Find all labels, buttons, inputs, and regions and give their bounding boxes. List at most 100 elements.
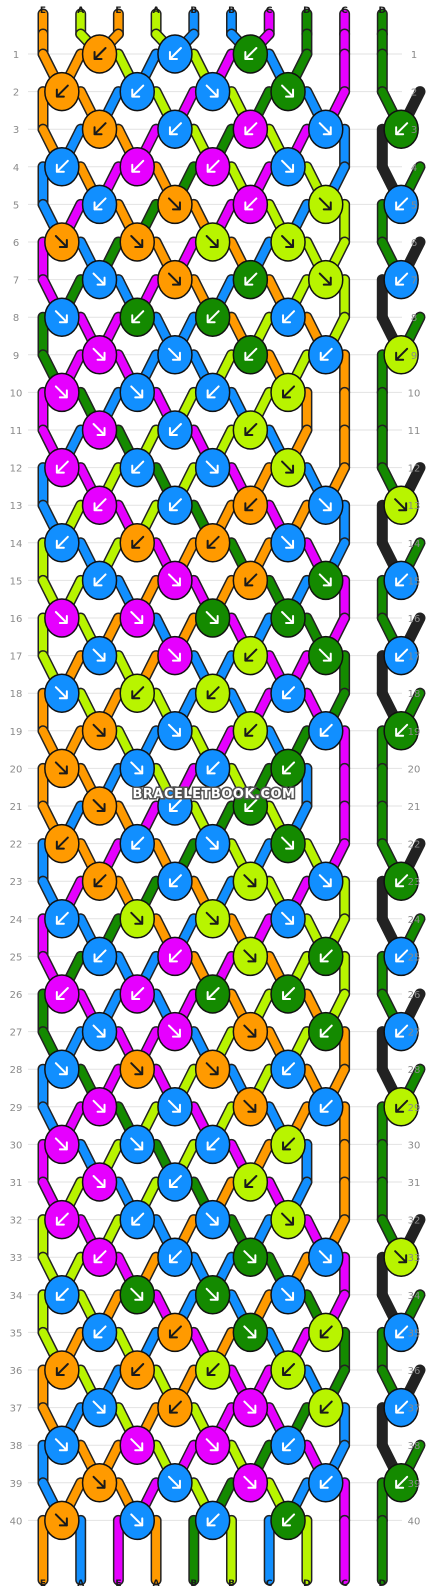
arrow-down-right-icon bbox=[281, 1212, 295, 1226]
row-number-right: 35 bbox=[408, 1328, 421, 1339]
knot bbox=[194, 1049, 231, 1089]
knot bbox=[119, 1199, 155, 1240]
row-number-left: 3 bbox=[13, 125, 19, 136]
arrow-down-right-icon bbox=[318, 1250, 332, 1264]
knot bbox=[194, 297, 231, 337]
arrow-down-right-icon bbox=[281, 460, 295, 474]
knot bbox=[157, 1237, 193, 1277]
arrow-down-left-icon bbox=[395, 874, 409, 888]
knot bbox=[308, 711, 344, 751]
knot bbox=[232, 786, 269, 826]
row-number-left: 5 bbox=[13, 200, 19, 211]
row-number-left: 17 bbox=[10, 652, 23, 663]
arrow-down-right-icon bbox=[281, 159, 295, 173]
arrow-down-left-icon bbox=[395, 723, 409, 737]
knot bbox=[157, 711, 193, 751]
arrow-down-right-icon bbox=[205, 1212, 219, 1226]
knot bbox=[157, 485, 193, 525]
arrow-down-left-icon bbox=[93, 122, 107, 136]
row-number-left: 14 bbox=[10, 539, 23, 550]
knot bbox=[119, 1425, 155, 1465]
row-number-left: 36 bbox=[10, 1366, 23, 1377]
knot bbox=[194, 598, 231, 638]
knot bbox=[232, 109, 269, 149]
row-number-left: 15 bbox=[10, 576, 23, 587]
row-number-right: 1 bbox=[411, 50, 417, 61]
knot bbox=[44, 222, 80, 262]
knot bbox=[157, 34, 193, 74]
knot bbox=[119, 523, 155, 563]
arrow-down-right-icon bbox=[167, 1024, 181, 1038]
arrow-down-left-icon bbox=[206, 1513, 220, 1527]
row-number-left: 16 bbox=[10, 614, 23, 625]
knot bbox=[81, 1011, 118, 1052]
knot bbox=[119, 222, 155, 262]
knot bbox=[232, 861, 269, 901]
arrow-down-right-icon bbox=[167, 1099, 181, 1113]
arrow-down-left-icon bbox=[131, 310, 145, 324]
knot bbox=[270, 372, 306, 413]
arrow-down-right-icon bbox=[54, 1513, 68, 1527]
knot bbox=[308, 485, 344, 525]
knot bbox=[44, 823, 80, 864]
knot bbox=[81, 1387, 118, 1428]
arrow-down-left-icon bbox=[131, 159, 145, 173]
row-number-right: 34 bbox=[408, 1291, 421, 1302]
knot bbox=[194, 1500, 231, 1541]
row-number-right: 12 bbox=[408, 464, 421, 475]
row-number-right: 8 bbox=[411, 313, 417, 324]
knot bbox=[232, 1011, 269, 1052]
arrow-down-left-icon bbox=[131, 460, 145, 474]
knot bbox=[44, 372, 80, 413]
arrow-down-left-icon bbox=[206, 159, 220, 173]
arrow-down-right-icon bbox=[130, 761, 144, 775]
knot bbox=[270, 1425, 306, 1465]
knot bbox=[383, 485, 419, 525]
knot bbox=[308, 560, 344, 601]
knot bbox=[232, 1087, 269, 1127]
arrow-down-right-icon bbox=[54, 310, 68, 324]
arrow-down-left-icon bbox=[244, 799, 258, 812]
knot bbox=[81, 786, 118, 826]
knot bbox=[194, 1199, 231, 1240]
knot bbox=[308, 1087, 344, 1127]
arrow-down-left-icon bbox=[93, 874, 107, 888]
arrow-down-left-icon bbox=[282, 686, 296, 700]
row-number-left: 9 bbox=[13, 351, 19, 362]
row-number-left: 40 bbox=[10, 1516, 23, 1527]
arrow-down-right-icon bbox=[394, 1250, 408, 1264]
arrow-down-left-icon bbox=[93, 1325, 107, 1339]
knot bbox=[194, 222, 231, 262]
arrow-down-left-icon bbox=[282, 1438, 296, 1452]
knot bbox=[157, 936, 193, 977]
knot bbox=[194, 1350, 231, 1390]
knot bbox=[157, 786, 193, 826]
arrow-down-right-icon bbox=[167, 347, 181, 361]
row-number-left: 1 bbox=[13, 50, 19, 61]
arrow-down-left-icon bbox=[55, 460, 69, 474]
arrow-down-left-icon bbox=[319, 949, 333, 963]
row-number-left: 11 bbox=[10, 426, 23, 437]
knot bbox=[157, 1312, 193, 1353]
knot bbox=[308, 184, 344, 225]
knot bbox=[270, 899, 306, 939]
arrow-down-left-icon bbox=[55, 836, 69, 850]
row-number-right: 18 bbox=[408, 689, 421, 700]
string-label-top: D bbox=[379, 6, 386, 16]
row-number-right: 15 bbox=[408, 576, 421, 587]
arrow-down-right-icon bbox=[281, 535, 295, 549]
arrow-down-left-icon bbox=[206, 686, 220, 700]
knot bbox=[157, 1087, 193, 1127]
knot bbox=[383, 861, 419, 901]
knot bbox=[119, 899, 155, 939]
arrow-down-left-icon bbox=[206, 1137, 220, 1151]
knot bbox=[270, 1199, 306, 1240]
arrow-down-left-icon bbox=[168, 122, 182, 136]
knot bbox=[119, 1275, 155, 1315]
arrow-down-left-icon bbox=[131, 84, 145, 98]
knot bbox=[44, 1425, 80, 1465]
knot bbox=[383, 184, 419, 225]
row-number-left: 26 bbox=[10, 990, 23, 1001]
knot bbox=[157, 560, 193, 601]
knot bbox=[44, 748, 80, 789]
